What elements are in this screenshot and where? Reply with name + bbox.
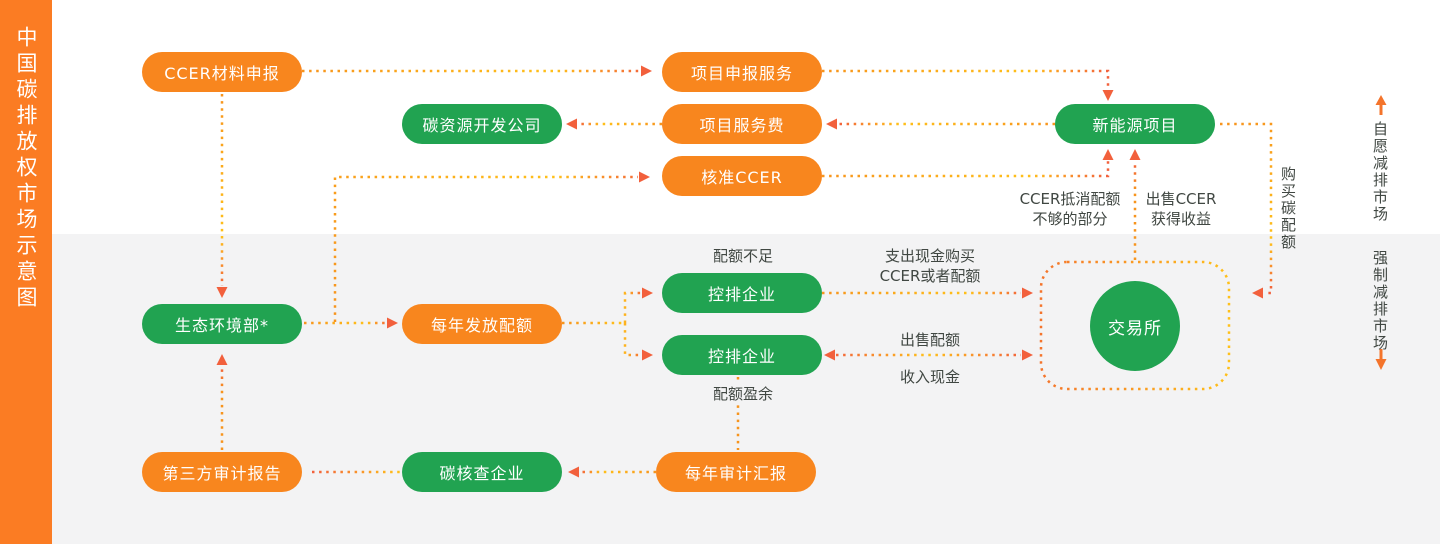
line-approved-ccer-to-new-energy	[822, 161, 1110, 178]
node-carbon-dev-company: 碳资源开发公司	[402, 104, 562, 144]
node-project-apply: 项目申报服务	[662, 52, 822, 92]
market-direction-arrows	[1375, 95, 1387, 370]
arrow-left-into-project-fee	[826, 118, 837, 130]
node-ccer-material: CCER材料申报	[142, 52, 302, 92]
arrow-left-into-enterprise-bottom	[824, 349, 835, 361]
arrow-down-into-new-energy	[1102, 90, 1114, 101]
node-ecology-ministry: 生态环境部*	[142, 304, 302, 344]
arrow-up-into-ministry	[216, 354, 228, 365]
label-mandatory-market: 强制减排市场	[1371, 250, 1389, 352]
arrow-up-into-new-energy-left	[1102, 149, 1114, 160]
voluntary-up-arrow-icon	[1375, 95, 1387, 105]
node-approved-ccer: 核准CCER	[662, 156, 822, 196]
arrow-right-into-exchange-pay	[1022, 287, 1033, 299]
sidebar-title-bar: 中国碳排放权市场示意图	[0, 0, 52, 544]
label-ccer-offset: CCER抵消配额 不够的部分	[1019, 190, 1121, 228]
line-project-apply-to-new-energy	[822, 69, 1110, 89]
arrow-right-into-enterprise-top	[642, 287, 653, 299]
node-new-energy: 新能源项目	[1055, 104, 1215, 144]
arrow-left-into-exchange-frame	[1252, 287, 1263, 299]
label-sell-ccer: 出售CCER 获得收益	[1145, 190, 1217, 228]
arrow-right-into-exchange-sell	[1022, 349, 1033, 361]
arrow-right-into-project-apply	[641, 65, 652, 77]
arrow-left-into-carbon-dev	[566, 118, 577, 130]
exchange-dashed-frame	[1039, 260, 1231, 391]
line-annual-quota-to-enterprises	[562, 291, 641, 357]
dotted-connectors	[220, 69, 1273, 474]
node-annual-quota: 每年发放配额	[402, 304, 562, 344]
node-project-fee: 项目服务费	[662, 104, 822, 144]
line-ministry-to-approved-ccer	[333, 175, 638, 322]
label-buy-carbon-quota: 购买碳配额	[1279, 166, 1297, 251]
node-exchange: 交易所	[1090, 281, 1180, 371]
label-receive-cash: 收入现金	[899, 368, 960, 386]
label-pay-cash: 支出现金购买 CCER或者配额	[879, 247, 981, 285]
mandatory-down-arrow-icon	[1375, 359, 1387, 370]
arrow-left-into-verifier	[568, 466, 579, 478]
arrow-right-into-enterprise-bottom	[642, 349, 653, 361]
arrow-up-into-new-energy-right	[1129, 149, 1141, 160]
node-enterprise-shortage: 控排企业	[662, 273, 822, 313]
label-voluntary-market: 自愿减排市场	[1371, 121, 1389, 223]
node-annual-audit: 每年审计汇报	[656, 452, 816, 492]
arrow-right-into-annual-quota	[387, 317, 398, 329]
node-third-party-report: 第三方审计报告	[142, 452, 302, 492]
line-new-energy-to-exchange-buy-quota	[1220, 122, 1273, 295]
label-quota-surplus: 配额盈余	[683, 384, 803, 404]
label-quota-shortage: 配额不足	[712, 247, 773, 265]
diagram-title: 中国碳排放权市场示意图	[14, 26, 38, 312]
label-sell-quota: 出售配额	[899, 331, 960, 349]
arrow-right-into-approved-ccer	[639, 171, 650, 183]
node-enterprise-surplus: 控排企业	[662, 335, 822, 375]
arrow-down-into-ministry	[216, 287, 228, 298]
node-carbon-verifier: 碳核查企业	[402, 452, 562, 492]
arrowheads	[216, 65, 1263, 478]
